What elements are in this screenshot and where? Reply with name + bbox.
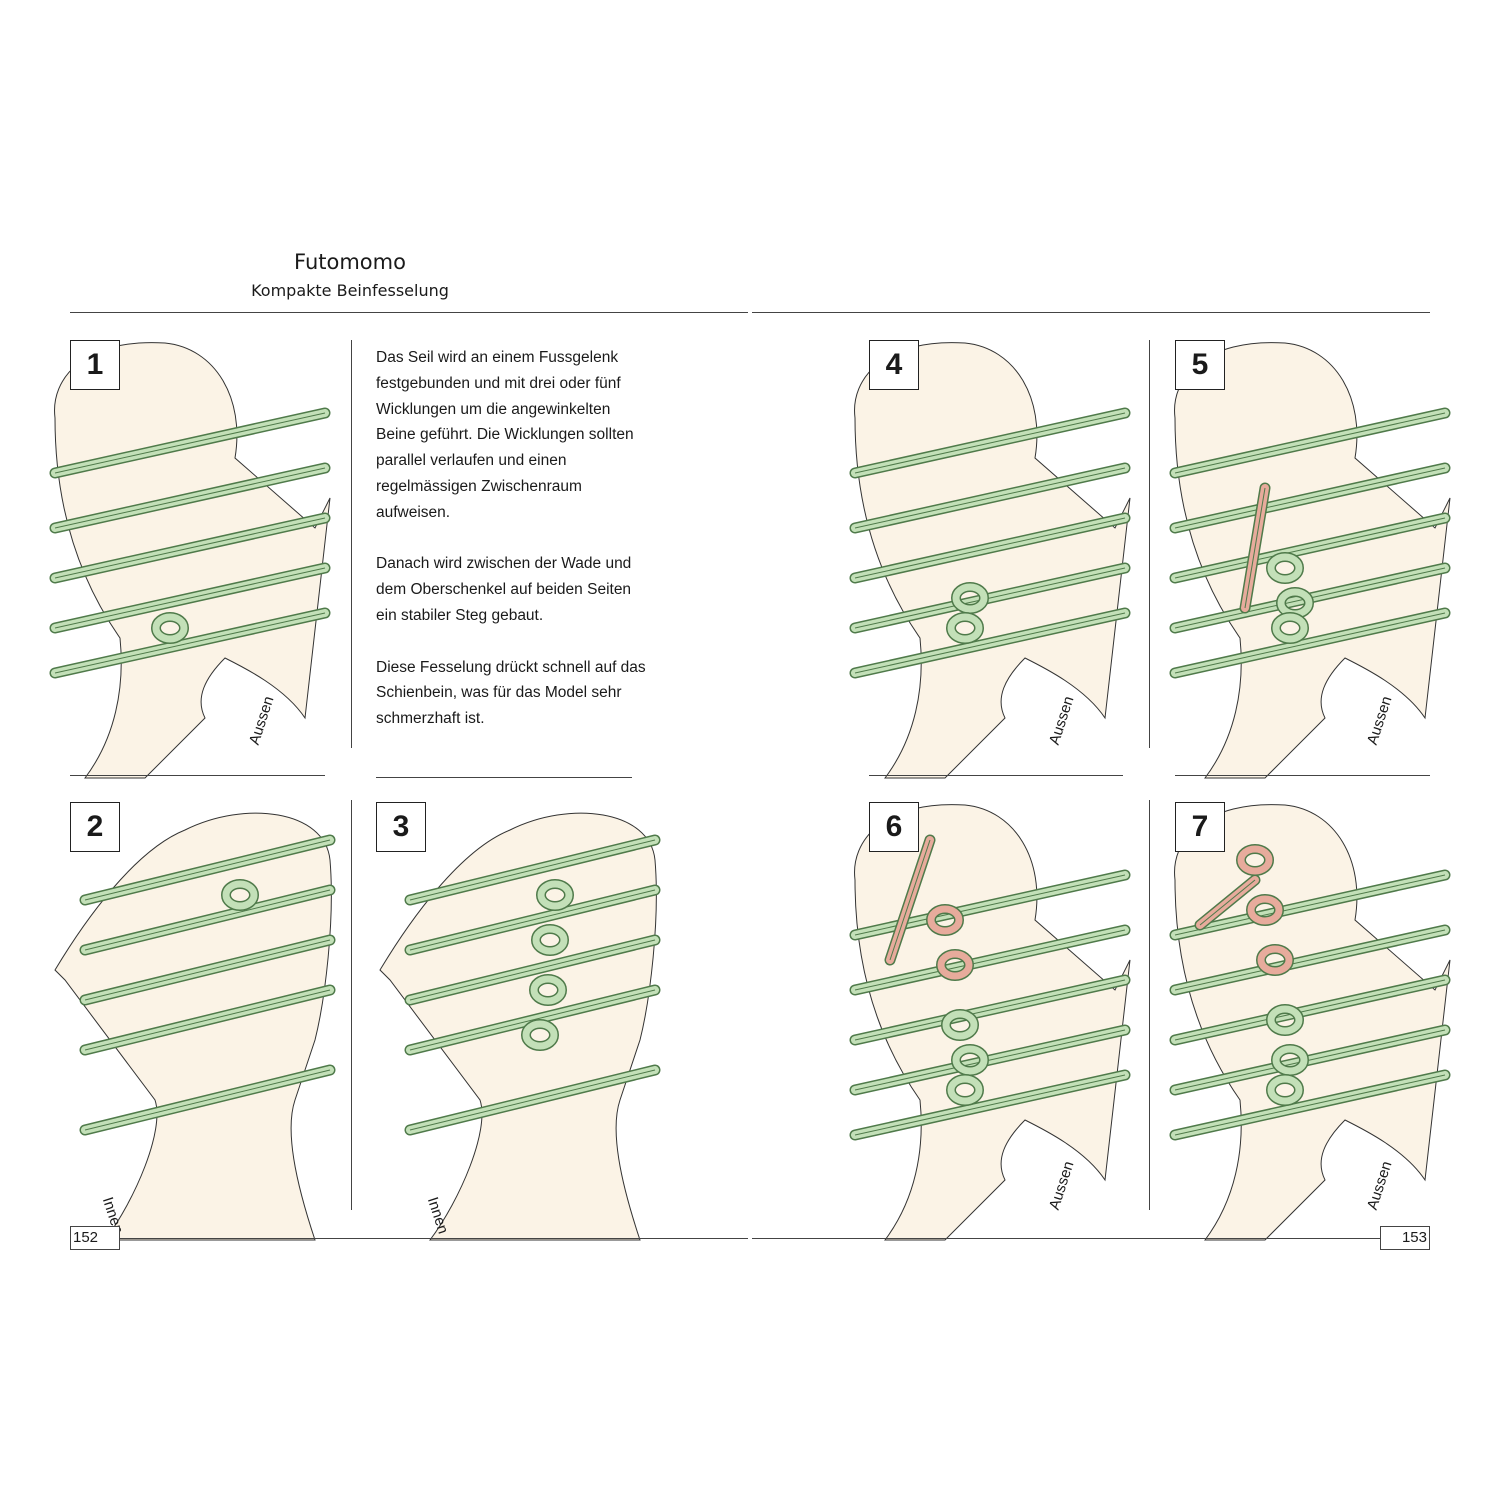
step-number-5: 5 [1175, 340, 1225, 390]
rope-wrap [849, 607, 1131, 679]
leg-drawing [1174, 342, 1451, 779]
header-rule-left [70, 312, 748, 313]
rope-knot [1266, 552, 1304, 584]
rope-wrap [49, 462, 331, 534]
rope-wrap [404, 834, 661, 906]
leg-drawing [854, 342, 1131, 779]
rope-wrap [49, 607, 331, 679]
step-number-4: 4 [869, 340, 919, 390]
rope-wrap [849, 462, 1131, 534]
step-number-6: 6 [869, 802, 919, 852]
panel-rule [70, 775, 325, 776]
rope-knot [1266, 1074, 1304, 1106]
rope-knot [1236, 844, 1274, 876]
rope-wrap [1169, 512, 1451, 584]
rope-knot [936, 949, 974, 981]
column-divider [1149, 340, 1150, 748]
rope-wrap [849, 512, 1131, 584]
instruction-text: Das Seil wird an einem Fussgelenk festge… [376, 345, 646, 758]
rope-knot [951, 582, 989, 614]
step-3-illustration [370, 800, 661, 1241]
rope-wrap [79, 1064, 336, 1136]
rope-wrap [1169, 607, 1451, 679]
rope-wrap [79, 934, 336, 1006]
step-number-7: 7 [1175, 802, 1225, 852]
rope-wrap [79, 834, 336, 906]
header-rule-right [752, 312, 1430, 313]
rope-wrap [1169, 974, 1451, 1046]
rope-wrap [849, 924, 1131, 996]
step-4-illustration [845, 338, 1135, 779]
rope-wrap [849, 1024, 1131, 1096]
rope-knot [1271, 1044, 1309, 1076]
rope-knot [221, 879, 259, 911]
rope-knot [1271, 612, 1309, 644]
rope-knot [1256, 944, 1294, 976]
rope-wrap [1169, 1024, 1451, 1096]
panel-rule [376, 777, 632, 778]
rope-wrap [404, 934, 661, 1006]
column-divider [1149, 800, 1150, 1210]
footer-rule-right [752, 1238, 1380, 1239]
rope-wrap [849, 1069, 1131, 1141]
rope-knot [1246, 894, 1284, 926]
step-1-illustration [45, 338, 335, 779]
rope-wrap [79, 984, 336, 1056]
rope-wrap [1169, 924, 1451, 996]
paragraph: Danach wird zwischen der Wade und dem Ob… [376, 555, 632, 624]
paragraph: Diese Fesselung drückt schnell auf das S… [376, 658, 646, 728]
rope-knot [521, 1019, 559, 1051]
rope-knot [926, 904, 964, 936]
leg-drawing [54, 342, 331, 779]
rope-wrap [79, 884, 336, 956]
rope-wrap [404, 1064, 661, 1136]
rope-wrap [404, 884, 661, 956]
rope-wrap [1169, 462, 1451, 534]
step-2-illustration [45, 800, 336, 1241]
rope-knot [529, 974, 567, 1006]
step-number-3: 3 [376, 802, 426, 852]
rope-knot [536, 879, 574, 911]
rope-wrap [884, 834, 936, 966]
step-5-illustration [1165, 338, 1455, 779]
rope-wrap [1169, 1069, 1451, 1141]
rope-knot [951, 1044, 989, 1076]
rope-wrap [1194, 874, 1261, 931]
page-title: Futomomo [294, 250, 406, 274]
footer-rule-left [120, 1238, 748, 1239]
page-subtitle: Kompakte Beinfesselung [251, 281, 449, 300]
rope-wrap [849, 974, 1131, 1046]
rope-knot [1266, 1004, 1304, 1036]
leg-drawing [854, 804, 1131, 1241]
step-number-2: 2 [70, 802, 120, 852]
column-divider [351, 340, 352, 748]
rope-wrap [1169, 407, 1451, 479]
panel-rule [869, 775, 1123, 776]
panel-rule [1175, 775, 1430, 776]
rope-wrap [849, 407, 1131, 479]
page-number-right: 153 [1380, 1226, 1430, 1250]
rope-wrap [49, 562, 331, 634]
rope-wrap [404, 984, 661, 1056]
rope-knot [531, 924, 569, 956]
rope-wrap [49, 512, 331, 584]
rope-knot [151, 612, 189, 644]
step-7-illustration [1165, 800, 1455, 1241]
rope-knot [941, 1009, 979, 1041]
leg-drawing [1174, 804, 1451, 1241]
paragraph: Das Seil wird an einem Fussgelenk festge… [376, 349, 634, 521]
rope-wrap [49, 407, 331, 479]
rope-wrap [849, 562, 1131, 634]
rope-wrap [1239, 482, 1271, 614]
rope-knot [946, 1074, 984, 1106]
rope-knot [946, 612, 984, 644]
page-number-left: 152 [70, 1226, 120, 1250]
rope-wrap [1169, 869, 1451, 941]
column-divider [351, 800, 352, 1210]
step-6-illustration [845, 800, 1135, 1241]
step-number-1: 1 [70, 340, 120, 390]
